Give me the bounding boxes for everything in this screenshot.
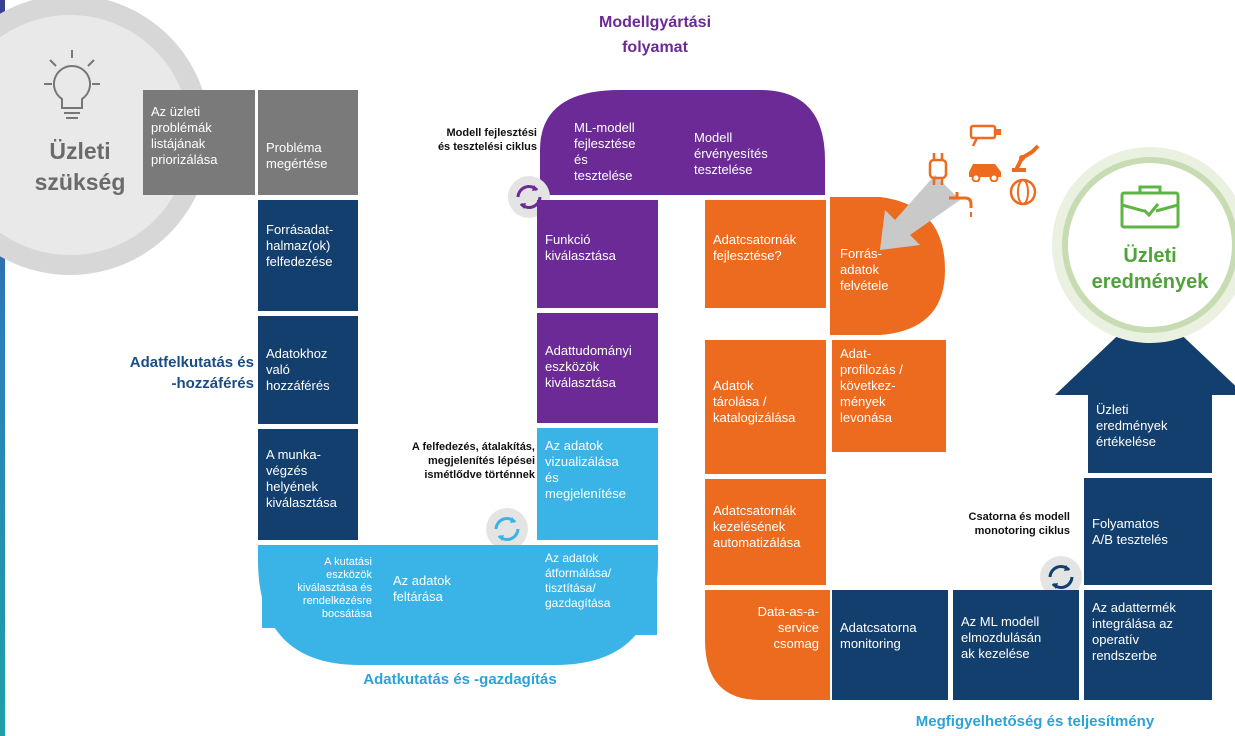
- watch-icon: [927, 152, 949, 191]
- tile-select-ds-tools: Adattudományi eszközök kiválasztása: [537, 313, 658, 423]
- tile-ml-drift: Az ML modell elmozdulásán ak kezelése: [953, 590, 1079, 700]
- section-title-exploration: Adatfelkutatás és -hozzáférés: [129, 354, 254, 392]
- tile-data-profiling: Adat- profilozás / következ- mények levo…: [832, 340, 946, 452]
- tile-pipeline-automation: Adatcsatornák kezelésének automatizálása: [705, 479, 826, 585]
- tile-visualize-data: Az adatok vizualizálása és megjelenítése: [537, 428, 658, 540]
- tile-feature-selection: Funkció kiválasztása: [537, 200, 658, 308]
- tile-explore-data: Az adatok feltárása: [385, 545, 530, 635]
- tile-ml-model-dev: ML-modell fejlesztése és tesztelése: [574, 120, 636, 183]
- tile-understand-problem: Probléma megértése: [258, 90, 358, 195]
- note-iteration: A felfedezés, átalakítás, megjelenítés l…: [411, 441, 535, 481]
- tile-prioritize-problems: Az üzleti problémák listájának priorizál…: [143, 90, 255, 195]
- lightbulb-icon: [42, 48, 102, 128]
- business-need-title: Üzleti szükség: [34, 138, 126, 195]
- page-title: Modellgyártási folyamat: [598, 14, 712, 56]
- section-title-observability: Megfigyelhetőség és teljesítmény: [915, 713, 1155, 730]
- note-dev-cycle: Modell fejlesztési és tesztelési ciklus: [437, 127, 537, 153]
- tile-pipeline-monitoring: Adatcsatorna monitoring: [832, 590, 948, 700]
- faucet-icon: [945, 188, 979, 225]
- car-icon: [965, 156, 1005, 187]
- tile-provision-tools: A kutatási eszközök kiválasztása és rend…: [262, 548, 380, 628]
- briefcase-check-icon: [1118, 183, 1182, 236]
- orange-corner-shape: [705, 590, 830, 700]
- section-title-enrichment: Adatkutatás és -gazdagítás: [363, 671, 557, 688]
- navy-up-arrow: [1055, 305, 1235, 402]
- tile-select-workplace: A munka- végzés helyének kiválasztása: [258, 429, 358, 540]
- cycle-icon: [486, 508, 528, 550]
- tile-daas-package: Data-as-a- service csomag: [757, 604, 819, 651]
- tile-source-data-ingest: Forrás- adatok felvétele: [840, 246, 889, 293]
- robot-arm-icon: [1010, 140, 1044, 179]
- tile-evaluate-results: Üzleti eredmények értékelése: [1088, 396, 1212, 473]
- business-results-title: Üzleti eredmények: [1091, 245, 1209, 293]
- tile-ab-testing: Folyamatos A/B tesztelés: [1084, 478, 1212, 585]
- tile-discover-datasets: Forrásadat- halmaz(ok) felfedezése: [258, 200, 358, 311]
- tile-pipeline-dev: Adatcsatornák fejlesztése?: [705, 200, 826, 308]
- tile-product-integration: Az adattermék integrálása az operatív re…: [1084, 590, 1212, 700]
- note-monitor-cycle: Csatorna és modell monotoring ciklus: [968, 511, 1070, 537]
- left-edge-strip: [0, 0, 5, 736]
- orange-arc-shape: [830, 197, 945, 335]
- gray-arrow: [880, 175, 960, 250]
- purple-arch-shape: [540, 90, 825, 195]
- tile-model-validation: Modell érvényesítés tesztelése: [694, 130, 768, 177]
- tile-data-access: Adatokhoz való hozzáférés: [258, 316, 358, 424]
- turbine-icon: [1006, 176, 1040, 213]
- camera-icon: [965, 120, 1005, 153]
- tile-data-storage: Adatok tárolása / katalogizálása: [705, 340, 826, 474]
- tile-transform-data: Az adatok átformálása/ tisztítása/ gazda…: [537, 545, 657, 635]
